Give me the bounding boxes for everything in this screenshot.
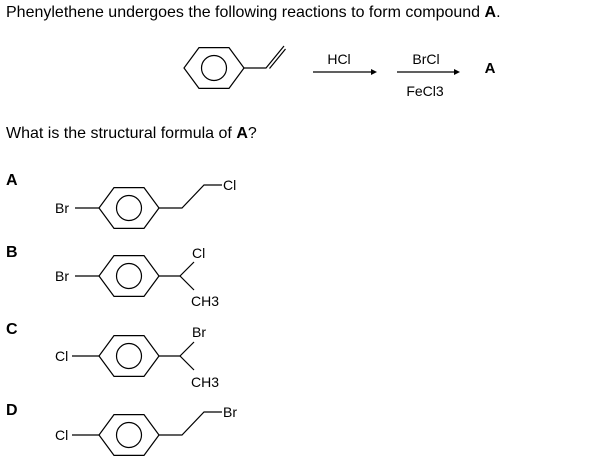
product-label: A xyxy=(485,60,496,77)
phenylethene-structure xyxy=(183,45,286,90)
arrow-head-2 xyxy=(454,69,460,75)
option-d-chain-group: Br xyxy=(223,404,237,420)
option-c-bottom-group: CH3 xyxy=(191,374,219,390)
option-a-chain-group: Cl xyxy=(223,177,236,193)
option-b-top-group: Cl xyxy=(192,245,205,261)
arrow-head-1 xyxy=(371,69,377,75)
reagent-step1: HCl xyxy=(327,51,350,67)
option-b-bottom-group: CH3 xyxy=(191,293,219,309)
question-intro: Phenylethene undergoes the following rea… xyxy=(6,4,501,21)
option-c-structure xyxy=(72,335,195,377)
option-b-left-group: Br xyxy=(55,268,69,284)
option-a-structure xyxy=(75,184,222,229)
option-d-left-group: Cl xyxy=(55,427,68,443)
option-b-structure xyxy=(75,255,195,297)
option-letter-a: A xyxy=(6,172,18,189)
catalyst-formula: FeCl3 xyxy=(406,83,444,99)
option-a-left-group: Br xyxy=(55,200,69,216)
option-c-top-group: Br xyxy=(192,324,206,340)
option-d-structure xyxy=(72,411,222,456)
option-letter-c: C xyxy=(6,321,18,338)
catalyst-step2: FeCl3 xyxy=(406,83,444,99)
option-letter-d: D xyxy=(6,402,18,419)
question-ask: What is the structural formula of A? xyxy=(6,125,257,142)
reagent-step2: BrCl xyxy=(412,51,439,67)
option-c-left-group: Cl xyxy=(55,348,68,364)
option-letter-b: B xyxy=(6,244,18,261)
